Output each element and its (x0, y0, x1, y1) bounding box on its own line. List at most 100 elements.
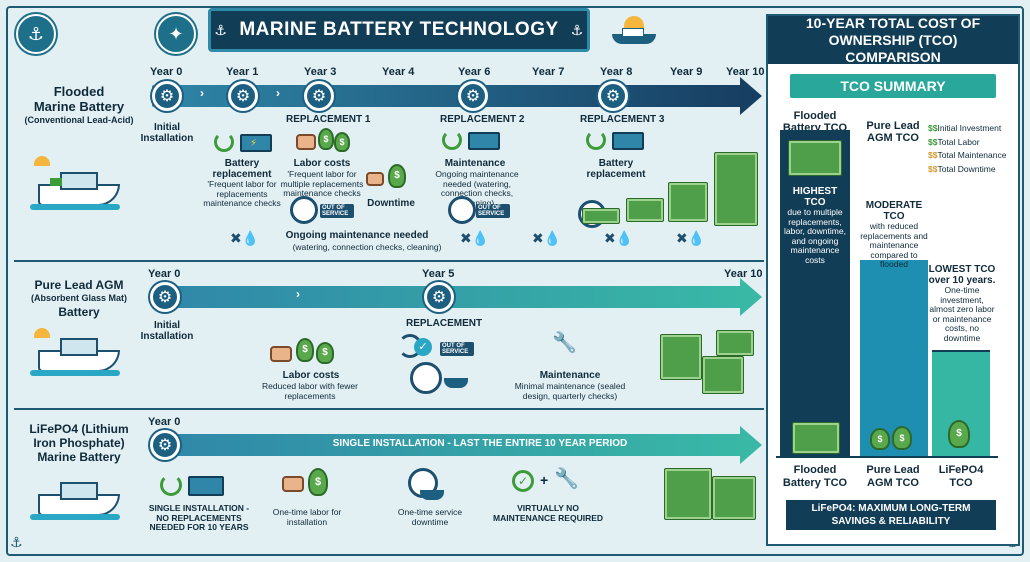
cash-stack-icon (668, 182, 708, 222)
clock-icon (290, 196, 318, 224)
wrench-icon: ✖💧 (676, 230, 706, 246)
maintenance-desc: VIRTUALLY NO MAINTENANCE REQUIRED (492, 503, 604, 523)
labor-costs-title: Labor costs (293, 158, 351, 169)
outer-frame (6, 6, 1024, 556)
anchor-icon: ⚓ (10, 534, 23, 550)
initial-installation-label: Initial Installation (140, 122, 194, 144)
year-label: Year 9 (670, 66, 703, 78)
lifepo4-timeline-arrow (740, 426, 762, 464)
tco-header: 10-YEAR TOTAL COST OF OWNERSHIP (TCO) CO… (768, 15, 1018, 65)
chevron-icon: › (200, 86, 204, 100)
cash-stack-icon (714, 152, 758, 226)
agm-timeline-arrow (740, 278, 762, 316)
anchor-icon: ⚓ (214, 21, 228, 38)
legend-dollar-icon: $$ (928, 123, 938, 133)
out-of-service-badge: OUT OF SERVICE (320, 204, 354, 218)
battery-swap-icon (160, 472, 230, 498)
money-bag-icon: $ (940, 420, 984, 452)
battery-swap-icon (442, 128, 512, 154)
tco-baseline (776, 456, 998, 458)
tco-bar-label-agm: Pure Lead AGM TCO (866, 464, 920, 489)
labor-desc: One-time labor for installation (272, 507, 342, 527)
hand-money-icon: $ (282, 468, 342, 498)
lifepo4-label: LiFePO4 (Lithium Iron Phosphate) Marine … (29, 422, 129, 464)
initial-installation-label: Initial Installation (140, 320, 194, 342)
ongoing-maintenance-desc: (watering, connection checks, cleaning) (292, 242, 442, 252)
flooded-timeline (152, 85, 742, 107)
gear-icon: ⚙ (152, 81, 182, 111)
year-label: Year 5 (422, 268, 455, 280)
year-label: Year 4 (382, 66, 415, 78)
ongoing-maintenance-title: Ongoing maintenance needed (285, 230, 429, 241)
flooded-timeline-arrow (740, 77, 762, 115)
wrench-icon: ✖💧 (532, 230, 562, 246)
service-desc: One-time service downtime (397, 507, 463, 527)
tco-footer: LiFePO4: MAXIMUM LONG-TERM SAVINGS & REL… (786, 500, 996, 530)
cash-stack-icon (664, 468, 712, 520)
gear-icon: ⚙ (598, 81, 628, 111)
money-bag-icon: $ $ (870, 424, 920, 452)
replacement-3-label: REPLACEMENT 3 (580, 114, 665, 125)
row-divider (14, 408, 764, 410)
gear-icon: ⚙ (458, 81, 488, 111)
out-of-service-badge: OUT OF SERVICE (476, 204, 510, 218)
labor-costs-title: Labor costs (282, 370, 340, 381)
page-title-text: MARINE BATTERY TECHNOLOGY (239, 19, 559, 40)
boat-icon (30, 470, 120, 530)
tco-bar-text-flooded: HIGHEST TCO due to multiple replacements… (784, 186, 846, 265)
single-installation-desc: SINGLE INSTALLATION - NO REPLACEMENTS NE… (148, 503, 250, 532)
cash-stack-icon (712, 476, 756, 520)
maintenance-title: Maintenance (444, 158, 506, 169)
maintenance-desc: Ongoing maintenance needed (watering, co… (435, 169, 519, 208)
boat-icon (30, 154, 120, 214)
chevron-icon: › (296, 287, 300, 301)
tco-bar-agm (860, 260, 928, 456)
downtime-label: Downtime (367, 198, 415, 209)
wrench-icon: ✖💧 (230, 230, 260, 246)
year-label: Year 0 (148, 268, 181, 280)
year-label: Year 1 (226, 66, 259, 78)
wrench-icon: ✖💧 (604, 230, 634, 246)
hand-money-icon: $ $ (270, 338, 340, 366)
year-label: Year 6 (458, 66, 491, 78)
lifepo4-timeline (152, 434, 742, 456)
chevron-icon: › (276, 86, 280, 100)
compass-icon: ✦ (156, 14, 196, 54)
page-title: ⚓ MARINE BATTERY TECHNOLOGY ⚓ (208, 8, 590, 52)
cash-stack-icon (582, 208, 620, 224)
hand-money-icon: $ $ (296, 128, 356, 156)
single-installation-banner: SINGLE INSTALLATION - LAST THE ENTIRE 10… (332, 438, 628, 449)
tco-bar-text-lifepo4: LOWEST TCO over 10 years. One-time inves… (928, 264, 996, 343)
cash-stack-icon (792, 422, 840, 454)
legend-dollar-icon: $$ (928, 150, 938, 160)
cash-stack-icon (788, 140, 842, 176)
wrench-icon: 🔧 (554, 468, 579, 490)
replacement-1-label: REPLACEMENT 1 (286, 114, 371, 125)
gear-icon: ⚙ (424, 282, 454, 312)
battery-replacement-desc: 'Frequent labor for replacements mainten… (203, 179, 281, 208)
sunset-boat-icon (608, 14, 660, 52)
cash-stack-icon (626, 198, 664, 222)
agm-label: Pure Lead AGM (Absorbent Glass Mat) Batt… (30, 278, 127, 319)
anchor-icon: ⚓ (570, 21, 584, 38)
flooded-label: Flooded Marine Battery (Conventional Lea… (24, 84, 134, 125)
boat-icon (30, 326, 120, 386)
maintenance-title: Maintenance (539, 370, 601, 381)
battery-swap-icon: ⚡ (214, 130, 274, 154)
year-label: Year 8 (600, 66, 633, 78)
tco-bar-label-lifepo4: LiFePO4 TCO (938, 464, 984, 489)
tco-legend: $$Initial Investment $$Total Labor $$Tot… (928, 123, 1007, 174)
year-label: Year 3 (304, 66, 337, 78)
year-label: Year 7 (532, 66, 565, 78)
battery-replacement-title: Battery replacement (212, 158, 272, 180)
labor-costs-desc: 'Frequent labor for multiple replacement… (280, 169, 364, 198)
gear-icon: ⚙ (150, 430, 180, 460)
hand-money-icon: $ (366, 164, 416, 190)
battery-replacement-title: Battery replacement (586, 158, 646, 180)
cash-stack-icon (660, 334, 702, 380)
legend-dollar-icon: $$ (928, 136, 938, 147)
year-label: Year 10 (724, 268, 763, 280)
labor-costs-desc: Reduced labor with fewer replacements (262, 381, 358, 401)
year-label: Year 0 (150, 66, 183, 78)
check-icon: ✓ (512, 470, 534, 492)
